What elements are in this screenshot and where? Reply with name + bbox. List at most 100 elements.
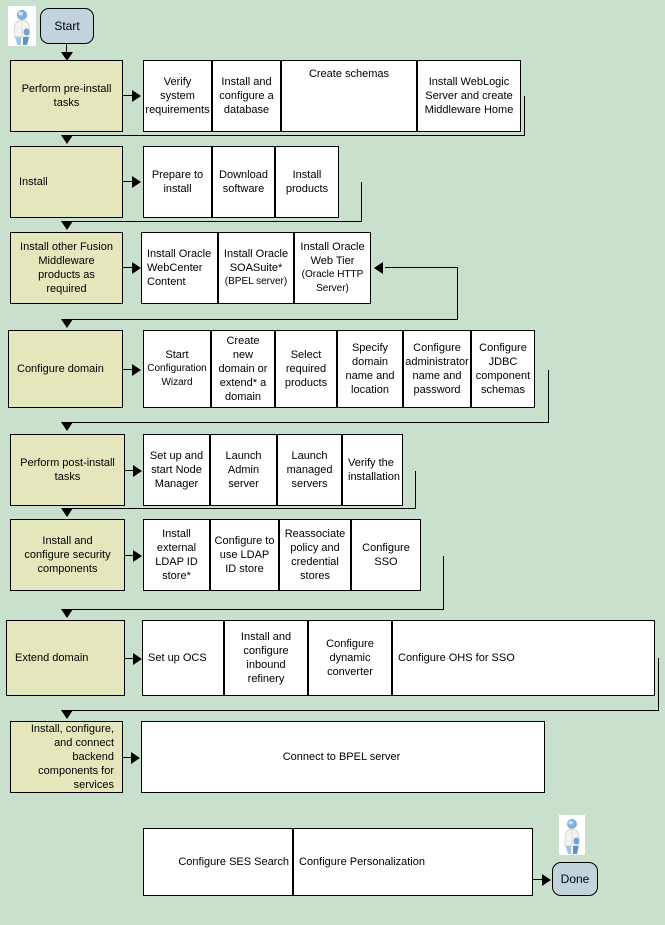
task-install-oracle-soasuite[interactable]: Install Oracle SOASuite* (BPEL server) [218, 232, 294, 304]
task-configure-administrator-name-and-password[interactable]: Configure administrator name and passwor… [403, 330, 471, 408]
task-install-oracle-webcenter-content[interactable]: Install Oracle WebCenter Content [141, 232, 218, 304]
task-launch-managed-servers[interactable]: Launch managed servers [277, 434, 342, 506]
task-configure-ses-search[interactable]: Configure SES Search [143, 828, 293, 896]
connector-row7-return-vert [658, 658, 659, 710]
stage-label: Extend domain [15, 652, 89, 664]
task-label-main: Install Oracle SOASuite* [223, 248, 289, 274]
task-label: Configure SSO [362, 542, 410, 568]
start-terminator[interactable]: Start [40, 8, 94, 44]
task-label: Configure SES Search [178, 856, 289, 868]
task-label: Prepare to install [151, 169, 204, 195]
task-label: Verify system requirements [145, 76, 210, 116]
connector-row4-return-vert [548, 370, 549, 422]
connector-row7-stage-to-tasks [125, 658, 137, 659]
task-label: Start Configuration Wizard [147, 348, 207, 390]
connector-row5-stage-to-tasks [125, 470, 137, 471]
done-person-icon [559, 815, 585, 855]
arrowhead-done [542, 874, 551, 886]
task-prepare-to-install[interactable]: Prepare to install [143, 146, 212, 218]
task-label: Configure OHS for SSO [398, 652, 515, 664]
task-label: Install and configure a database [219, 76, 274, 116]
task-verify-the-installation[interactable]: Verify the installation [342, 434, 403, 506]
stage-configure-domain[interactable]: Configure domain [8, 330, 123, 408]
stage-label: Install and configure security component… [24, 535, 111, 575]
stage-extend-domain[interactable]: Extend domain [6, 620, 125, 696]
connector-feedback-into-webtier [385, 267, 458, 268]
task-label: Install Oracle SOASuite* (BPEL server) [222, 247, 290, 289]
connector-row8-stage-to-tasks [123, 757, 135, 758]
task-label: Reassociate policy and credential stores [284, 528, 346, 582]
task-set-up-ocs[interactable]: Set up OCS [142, 620, 224, 696]
connector-start-to-row1 [66, 44, 67, 59]
arrowhead-row2 [61, 135, 73, 144]
task-select-required-products[interactable]: Select required products [275, 330, 337, 408]
task-install-and-configure-a-database[interactable]: Install and configure a database [212, 60, 281, 132]
connector-row2-return-horiz [66, 221, 362, 222]
task-configure-dynamic-converter[interactable]: Configure dynamic converter [308, 620, 392, 696]
task-install-oracle-web-tier[interactable]: Install Oracle Web Tier (Oracle HTTP Ser… [294, 232, 371, 304]
stage-install-other-fusion-middleware[interactable]: Install other Fusion Middleware products… [10, 232, 123, 304]
connector-row7-return-horiz [66, 710, 659, 711]
stage-perform-pre-install-tasks[interactable]: Perform pre-install tasks [10, 60, 123, 132]
task-label-sub: Configuration Wizard [147, 363, 207, 388]
done-terminator[interactable]: Done [552, 862, 598, 896]
connector-row2-stage-to-tasks [123, 181, 135, 182]
task-label: Set up OCS [148, 652, 207, 664]
connector-row4-return-horiz [66, 422, 549, 423]
task-set-up-and-start-node-manager[interactable]: Set up and start Node Manager [143, 434, 210, 506]
task-label: Install products [285, 169, 329, 195]
arrowhead-into-webtier [374, 262, 383, 274]
connector-row2-return-vert [361, 182, 362, 221]
arrowhead-row3 [61, 221, 73, 230]
arrowhead-row6 [61, 508, 73, 517]
task-configure-sso[interactable]: Configure SSO [351, 519, 421, 591]
task-label: Create schemas [308, 68, 390, 80]
task-reassociate-policy-and-credential-stores[interactable]: Reassociate policy and credential stores [279, 519, 351, 591]
task-install-products[interactable]: Install products [275, 146, 339, 218]
stage-install-configure-connect-backend[interactable]: Install, configure, and connect backend … [10, 721, 123, 793]
stage-perform-post-install-tasks[interactable]: Perform post-install tasks [10, 434, 125, 506]
task-verify-system-requirements[interactable]: Verify system requirements [143, 60, 212, 132]
arrowhead-row5-tasks [133, 465, 142, 477]
task-specify-domain-name-and-location[interactable]: Specify domain name and location [337, 330, 403, 408]
task-start-configuration-wizard[interactable]: Start Configuration Wizard [143, 330, 211, 408]
connector-row3-return-vert [457, 305, 458, 319]
task-label: Download software [219, 169, 268, 195]
task-install-external-ldap-id-store[interactable]: Install external LDAP ID store* [143, 519, 210, 591]
task-configure-jdbc-component-schemas[interactable]: Configure JDBC component schemas [471, 330, 535, 408]
task-label: Create new domain or extend* a domain [218, 335, 268, 403]
task-download-software[interactable]: Download software [212, 146, 275, 218]
connector-row5-return-horiz [66, 508, 416, 509]
arrowhead-row7 [61, 609, 73, 618]
task-configure-personalization[interactable]: Configure Personalization [293, 828, 533, 896]
task-configure-to-use-ldap-id-store[interactable]: Configure to use LDAP ID store [210, 519, 279, 591]
task-create-new-domain-or-extend[interactable]: Create new domain or extend* a domain [211, 330, 275, 408]
arrowhead-row4 [61, 319, 73, 328]
stage-label: Install other Fusion Middleware products… [20, 241, 113, 295]
stage-install-and-configure-security-components[interactable]: Install and configure security component… [10, 519, 125, 591]
arrowhead-row3-tasks [132, 262, 141, 274]
stage-install[interactable]: Install [10, 146, 123, 218]
connector-row4-stage-to-tasks [123, 369, 135, 370]
task-create-schemas[interactable]: Create schemas [281, 60, 417, 132]
connector-row9-to-done [533, 879, 545, 880]
arrowhead-row1-tasks [132, 90, 141, 102]
arrowhead-row8 [61, 710, 73, 719]
task-launch-admin-server[interactable]: Launch Admin server [210, 434, 277, 506]
stage-label: Configure domain [17, 363, 104, 375]
task-configure-ohs-for-sso[interactable]: Configure OHS for SSO [392, 620, 655, 696]
task-install-weblogic-server[interactable]: Install WebLogic Server and create Middl… [417, 60, 521, 132]
task-label: Install WebLogic Server and create Middl… [424, 76, 514, 116]
task-connect-to-bpel-server[interactable]: Connect to BPEL server [141, 721, 545, 793]
connector-row6-stage-to-tasks [125, 555, 137, 556]
connector-row3-return-horiz [66, 319, 458, 320]
stage-label: Perform post-install tasks [20, 457, 115, 483]
task-label: Configure JDBC component schemas [475, 342, 531, 396]
task-label-sub: (BPEL server) [224, 276, 288, 287]
task-label: Launch managed servers [286, 450, 333, 490]
arrowhead-row1 [61, 52, 73, 61]
task-label-main: Start [165, 349, 189, 361]
task-install-and-configure-inbound-refinery[interactable]: Install and configure inbound refinery [224, 620, 308, 696]
stage-label: Install [19, 176, 48, 188]
